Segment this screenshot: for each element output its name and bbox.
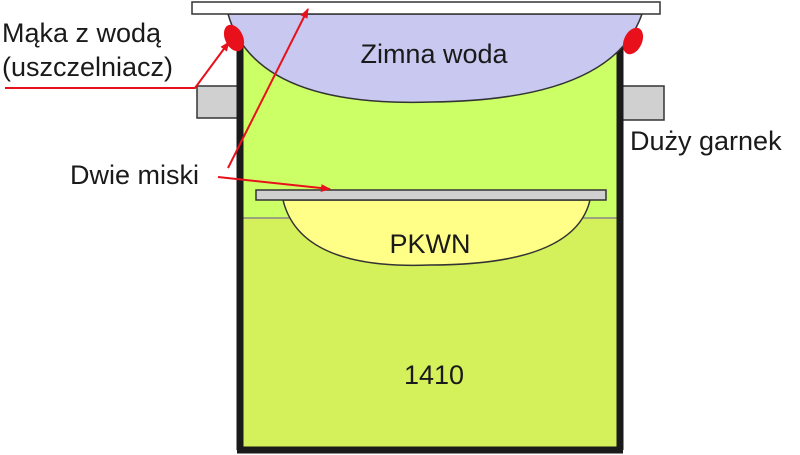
top-bowl <box>227 13 644 104</box>
liquid-label: 1410 <box>404 360 464 390</box>
big-pot-label: Duży garnek <box>630 126 782 156</box>
arrow-icon <box>217 176 331 193</box>
arrow-icon <box>227 8 309 169</box>
pkwn-label: PKWN <box>390 229 471 259</box>
seal-blob-right-icon <box>622 27 644 55</box>
two-bowls-label: Dwie miski <box>70 160 199 190</box>
arrow-icon <box>5 41 230 89</box>
cold-water-label: Zimna woda <box>360 39 508 69</box>
right-handle <box>621 85 665 121</box>
top-lid <box>191 1 661 15</box>
bottom-bowl <box>282 199 591 267</box>
seal-label-line1: Mąka z wodą <box>2 18 162 48</box>
left-handle <box>196 85 240 119</box>
bowl-plate <box>255 189 607 201</box>
seal-label-line2: (uszczelniacz) <box>2 52 173 82</box>
